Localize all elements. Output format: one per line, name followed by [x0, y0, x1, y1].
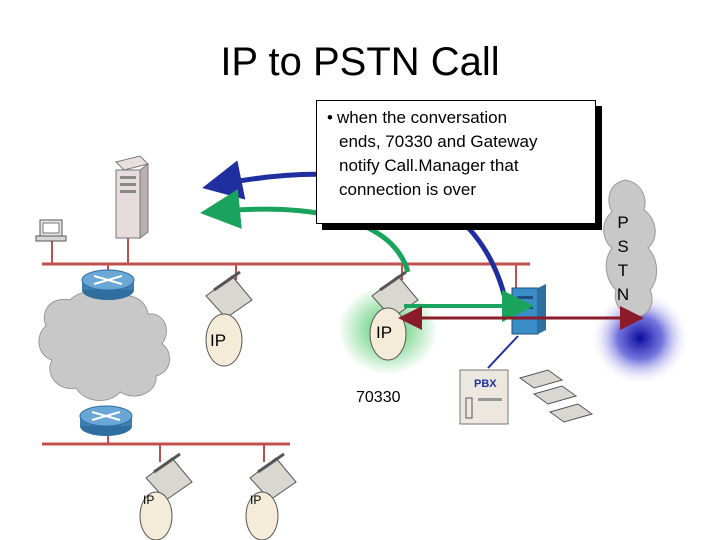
- pstn-letter-n: N: [617, 285, 629, 304]
- pstn-letter-t: T: [618, 261, 628, 280]
- ip-phone-b-extension: 70330: [356, 389, 401, 406]
- pc-icon: [35, 219, 67, 242]
- pbx-label: PBX: [474, 378, 497, 390]
- note-line-4: connection is over: [339, 180, 477, 199]
- ip-phone-a-label: IP: [210, 331, 226, 350]
- callmanager-server-icon: [115, 155, 149, 239]
- ip-phone-d-label: IP: [250, 493, 261, 507]
- ip-phone-b-label: IP: [376, 323, 392, 342]
- analog-phone-icon: [518, 369, 594, 423]
- gateway-pbx-link: [487, 335, 519, 369]
- slide-title: IP to PSTN Call: [220, 40, 500, 84]
- ip-phone-c-label: IP: [143, 493, 154, 507]
- pstn-cloud: [603, 179, 657, 317]
- pstn-glow: [590, 290, 690, 386]
- note-line-2: ends, 70330 and Gateway: [339, 132, 538, 151]
- ip-phone-a-icon: [205, 270, 253, 319]
- note-box: •when the conversation ends, 70330 and G…: [316, 100, 596, 224]
- pstn-letter-s: S: [617, 237, 628, 256]
- ip-phone-a-body: [205, 313, 243, 367]
- wan-cloud: [38, 291, 171, 401]
- gateway-icon: [511, 284, 546, 335]
- pstn-letter-p: P: [617, 213, 628, 232]
- note-line-3: notify Call.Manager that: [339, 156, 519, 175]
- note-text-1: when the conversation: [336, 108, 508, 127]
- ip-phone-d-body: [245, 491, 279, 540]
- note-bullet: •: [327, 108, 333, 127]
- ip-phone-b-body: [369, 307, 407, 361]
- ip-phone-c-icon: [145, 452, 193, 501]
- router-bottom-icon: [79, 405, 133, 436]
- router-top-icon: [81, 269, 135, 300]
- note-line-1: •when the conversation: [327, 106, 587, 130]
- pbx-icon: [459, 369, 509, 425]
- ip-phone-c-body: [139, 491, 173, 540]
